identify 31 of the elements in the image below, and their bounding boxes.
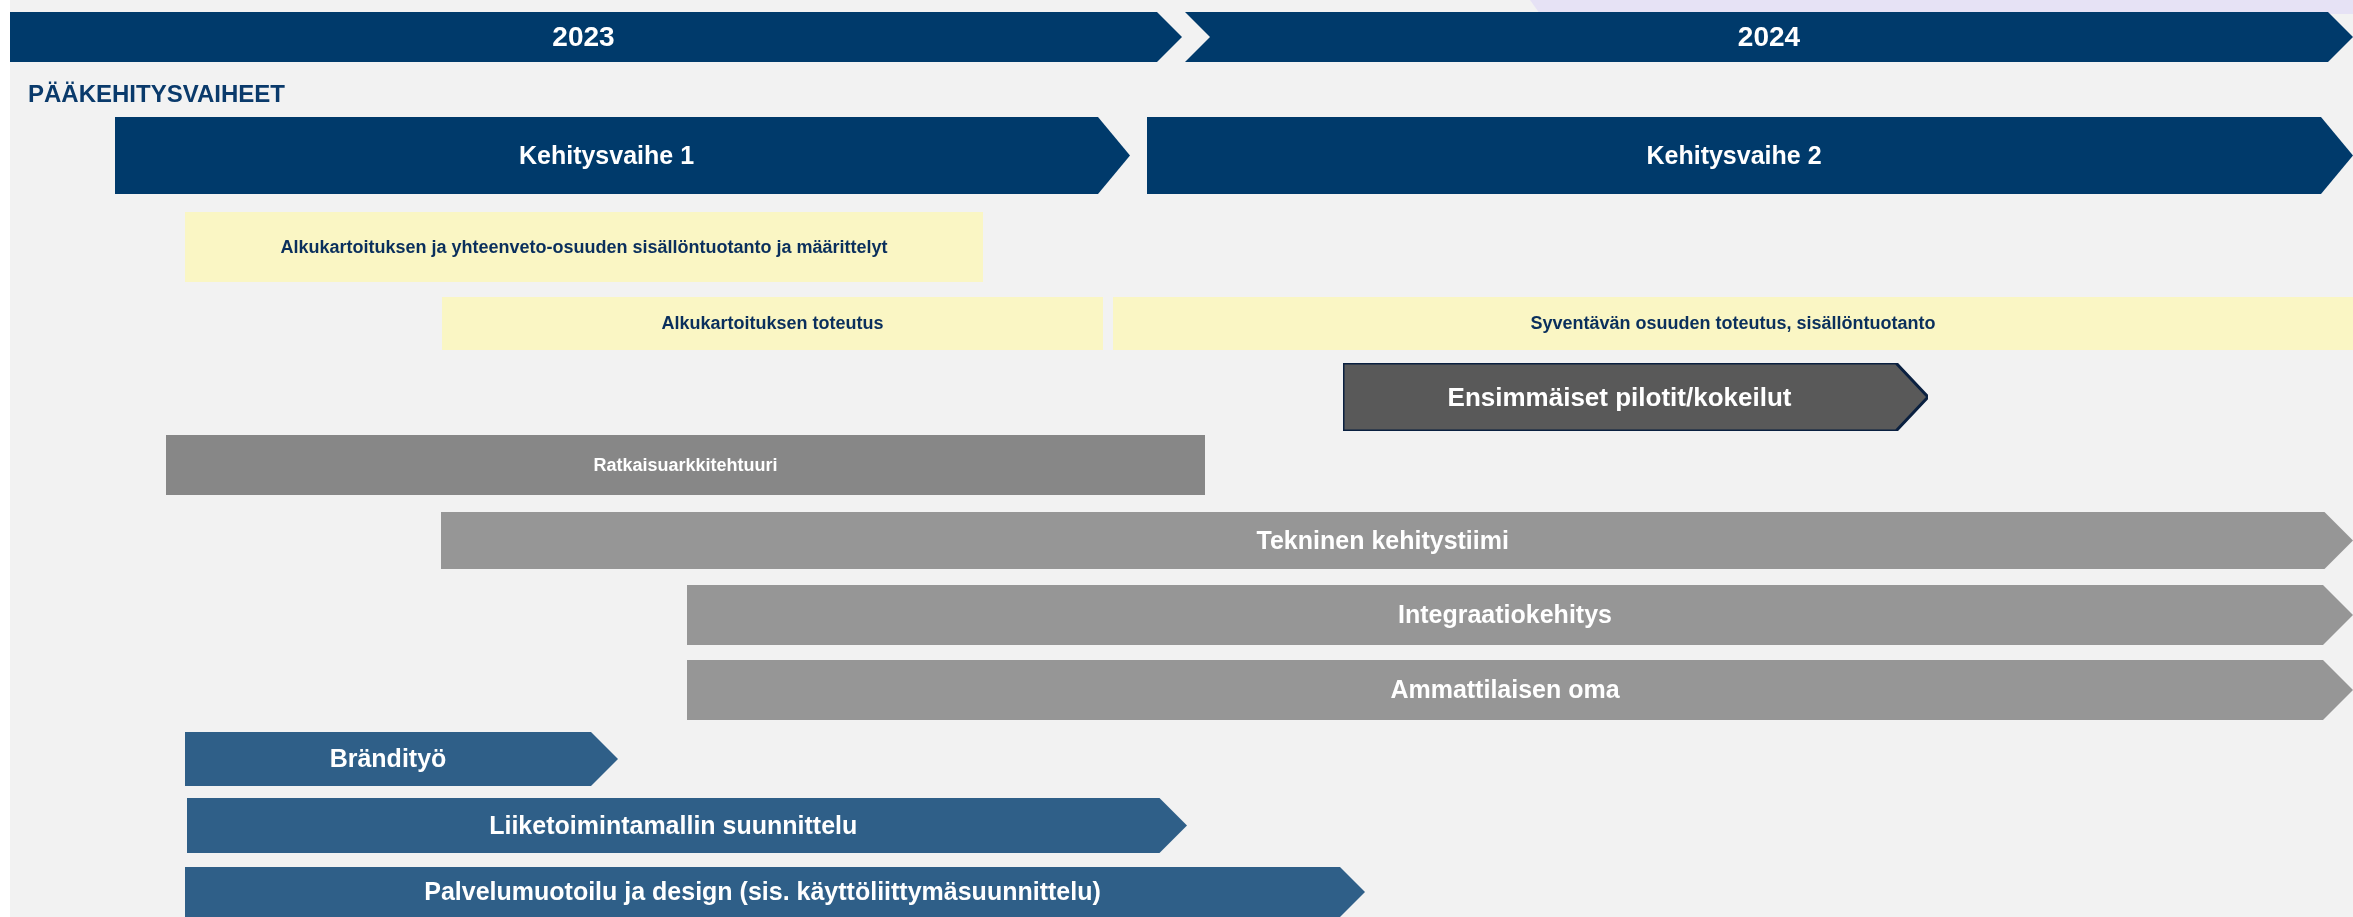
bar-label: Syventävän osuuden toteutus, sisällöntuotanto: [1530, 312, 1936, 335]
bar-label: Kehitysvaihe 2: [1646, 139, 1822, 171]
bar-label: 2024: [1737, 20, 1801, 54]
task-bar: [185, 212, 983, 282]
task-bar: [185, 732, 618, 786]
phase-bar: [115, 117, 1130, 194]
team-bar: [687, 585, 2353, 645]
bar-label: Alkukartoituksen ja yhteenveto-osuuden sisällöntuotanto ja määrittelyt: [280, 235, 888, 259]
bar-label: Alkukartoituksen toteutus: [661, 312, 884, 335]
bar-label: Palvelumuotoilu ja design (sis. käyttöliittymäsuunnittelu): [424, 876, 1101, 908]
team-bar: [441, 512, 2353, 569]
task-bar: [442, 297, 1103, 350]
bar-label: Ensimmäiset pilotit/kokeilut: [1447, 380, 1792, 414]
task-bar: [166, 435, 1205, 495]
task-bar: [187, 798, 1187, 853]
pilot-bar: [1343, 363, 1928, 431]
task-bar: [1113, 297, 2353, 350]
section-heading: PÄÄKEHITYSVAIHEET: [28, 79, 285, 109]
bar-label: Integraatiokehitys: [1398, 599, 1612, 631]
phase-bar: [1147, 117, 2353, 194]
bar-label: Liiketoimintamallin suunnittelu: [489, 809, 858, 841]
bar-label: Brändityö: [329, 743, 447, 775]
bar-label: Tekninen kehitystiimi: [1256, 524, 1509, 556]
bar-label: Ammattilaisen oma: [1390, 674, 1620, 706]
year-bar: [1185, 12, 2353, 62]
year-bar: [10, 12, 1182, 62]
bar-label: Kehitysvaihe 1: [518, 139, 695, 171]
bar-label: Ratkaisuarkkitehtuuri: [593, 453, 778, 477]
team-bar: [687, 660, 2353, 720]
task-bar: [185, 867, 1365, 917]
bar-label: 2023: [552, 20, 615, 54]
